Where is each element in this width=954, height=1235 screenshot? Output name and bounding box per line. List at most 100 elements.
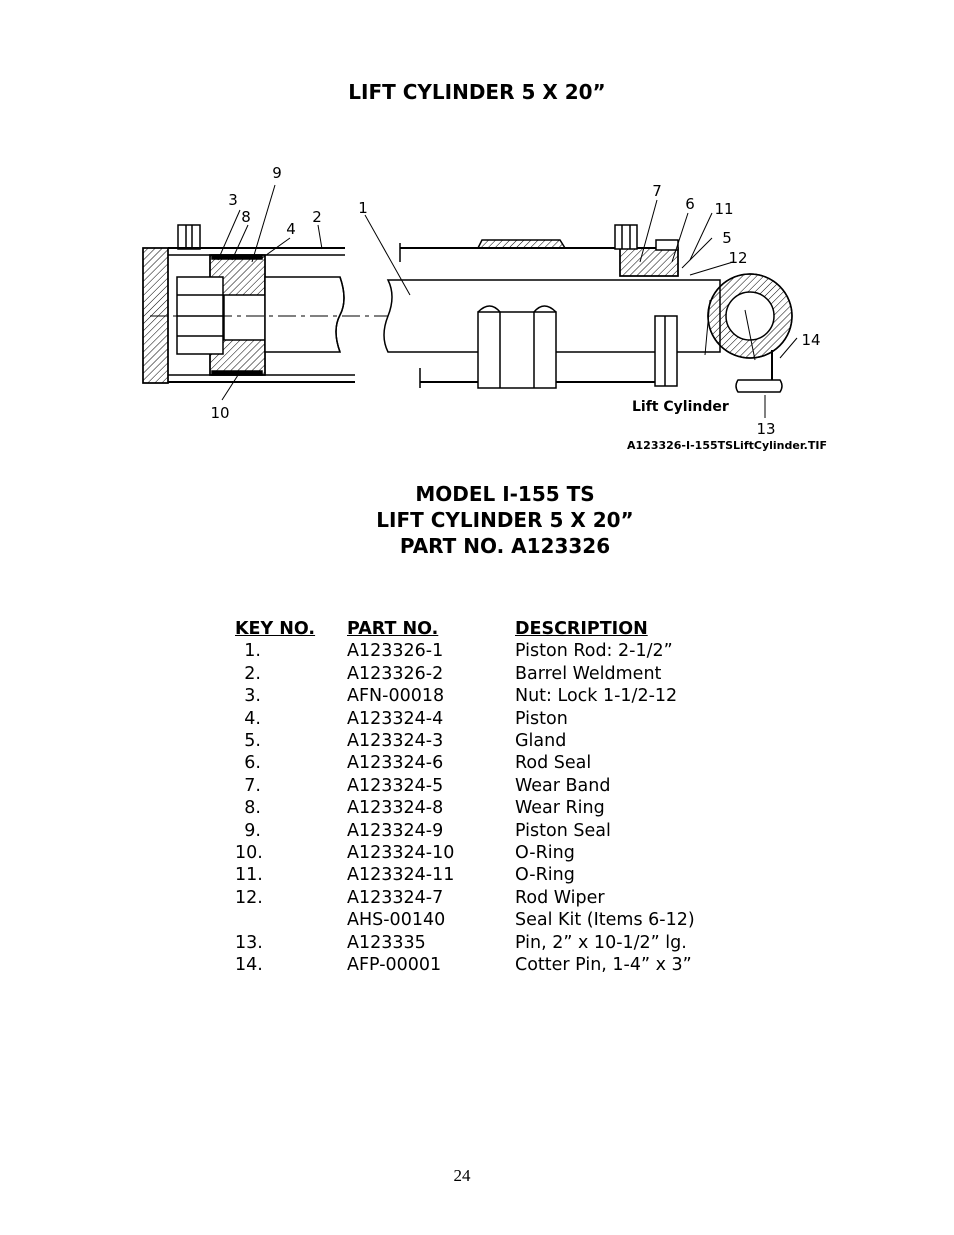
key-no-value: 3.	[244, 686, 261, 707]
diagram-label: Lift Cylinder	[632, 399, 729, 415]
key-no-value: 6.	[244, 753, 261, 774]
table-row: 3. AFN-00018 Nut: Lock 1-1/2-12	[235, 685, 695, 707]
table-row: 13.A123335 Pin, 2” x 10-1/2” lg.	[235, 932, 695, 954]
part-no-cell: A123324-6	[347, 753, 444, 774]
part-no-cell: AFN-00018	[347, 686, 445, 707]
key-no-value: 8.	[244, 798, 261, 819]
key-no-value: 1.	[244, 641, 261, 662]
callout-13: 13	[756, 420, 775, 438]
part-no-cell: A123324-11	[347, 865, 455, 886]
callout-12: 12	[728, 249, 747, 267]
table-row: 5. A123324-3 Gland	[235, 730, 695, 752]
part-no-cell: AHS-00140	[347, 910, 446, 931]
description-cell: Rod Seal	[515, 753, 592, 774]
key-no-cell: 5.	[235, 730, 347, 752]
parts-table: KEY NO. PART NO. DESCRIPTION 1. A123326-1…	[235, 618, 695, 977]
part-no-cell: A123324-10	[347, 843, 455, 864]
part-no-header: PART NO.	[347, 619, 439, 639]
key-no-value: 7.	[244, 775, 261, 796]
description-cell: Piston Rod: 2-1/2”	[515, 641, 673, 662]
callout-4: 4	[286, 220, 296, 238]
key-no-cell: 12.	[235, 887, 347, 909]
key-no-header: KEY NO.	[235, 619, 316, 639]
diagram-file-name: A123326-I-155TSLiftCylinder.TIF	[627, 439, 827, 452]
description-cell: Nut: Lock 1-1/2-12	[515, 686, 678, 707]
table-row: 7. A123324-5 Wear Band	[235, 775, 695, 797]
callout-labels: 9 3 8 4 2 1 10 7 6 11 5 12 14 13 Lift Cy…	[210, 164, 827, 452]
key-no-value: 14.	[235, 955, 263, 976]
document-title: LIFT CYLINDER 5 X 20”	[348, 80, 606, 104]
callout-7: 7	[652, 182, 662, 200]
table-header-row: KEY NO. PART NO. DESCRIPTION	[235, 618, 695, 640]
page-number: 24	[453, 1166, 471, 1185]
description-cell: Seal Kit (Items 6-12)	[515, 910, 695, 931]
description-cell: Cotter Pin, 1-4” x 3”	[515, 955, 692, 976]
part-no-cell: A123324-7	[347, 887, 444, 908]
description-cell: Wear Band	[515, 775, 611, 796]
key-no-cell: 11.	[235, 864, 347, 886]
part-no-cell: A123324-8	[347, 798, 444, 819]
key-no-cell	[235, 909, 347, 931]
key-no-value: 5.	[244, 731, 261, 752]
description-cell: O-Ring	[515, 843, 575, 864]
model-heading: MODEL I-155 TS	[415, 482, 595, 506]
key-no-cell: 13.	[235, 932, 347, 954]
description-cell: Piston Seal	[515, 820, 611, 841]
key-no-value: 2.	[244, 663, 261, 684]
table-row: 4. A123324-4 Piston	[235, 708, 695, 730]
key-no-value: 11.	[235, 865, 263, 886]
part-no-cell: A123324-4	[347, 708, 444, 729]
key-no-cell: 8.	[235, 797, 347, 819]
description-cell: Gland	[515, 731, 567, 752]
callout-5: 5	[722, 229, 732, 247]
key-no-value: 4.	[244, 708, 261, 729]
description-cell: Piston	[515, 708, 568, 729]
key-no-cell: 6.	[235, 752, 347, 774]
key-no-value: 10.	[235, 843, 263, 864]
section-title: LIFT CYLINDER 5 X 20”	[376, 508, 634, 532]
table-row: 1. A123326-1 Piston Rod: 2-1/2”	[235, 640, 695, 662]
part-no-cell: A123335	[347, 932, 426, 953]
callout-11: 11	[714, 200, 733, 218]
table-row: AHS-00140 Seal Kit (Items 6-12)	[235, 909, 695, 931]
key-no-cell: 2.	[235, 663, 347, 685]
heading-block: MODEL I-155 TS LIFT CYLINDER 5 X 20” PAR…	[0, 481, 954, 559]
part-number-heading: PART NO. A123326	[399, 534, 611, 558]
callout-8: 8	[241, 208, 251, 226]
callout-1: 1	[358, 199, 368, 217]
callout-9: 9	[272, 164, 282, 182]
table-row: 9. A123324-9 Piston Seal	[235, 820, 695, 842]
key-no-cell: 9.	[235, 820, 347, 842]
part-no-cell: A123324-5	[347, 775, 444, 796]
key-no-cell: 14.	[235, 954, 347, 976]
callout-2: 2	[312, 208, 322, 226]
description-cell: Pin, 2” x 10-1/2” lg.	[515, 932, 687, 953]
cylinder-drawing	[142, 184, 798, 418]
key-no-cell: 4.	[235, 708, 347, 730]
callout-14: 14	[801, 331, 820, 349]
key-no-cell: 7.	[235, 775, 347, 797]
key-no-cell: 3.	[235, 685, 347, 707]
callout-6: 6	[685, 195, 695, 213]
table-row: 12. A123324-7 Rod Wiper	[235, 887, 695, 909]
key-no-cell: 1.	[235, 640, 347, 662]
key-no-value: 12.	[235, 887, 263, 908]
key-no-value: 9.	[244, 820, 261, 841]
callout-10: 10	[210, 404, 229, 422]
part-no-cell: A123326-1	[347, 641, 444, 662]
description-cell: Rod Wiper	[515, 887, 605, 908]
table-row: 8. A123324-8 Wear Ring	[235, 797, 695, 819]
description-cell: Wear Ring	[515, 798, 605, 819]
part-no-cell: A123324-9	[347, 820, 444, 841]
table-row: 14. AFP-00001 Cotter Pin, 1-4” x 3”	[235, 954, 695, 976]
part-no-cell: AFP-00001	[347, 955, 442, 976]
table-row: 6. A123324-6 Rod Seal	[235, 752, 695, 774]
lift-cylinder-diagram: 9 3 8 4 2 1 10 7 6 11 5 12 14 13 Lift Cy…	[142, 164, 827, 452]
part-no-cell: A123324-3	[347, 731, 444, 752]
table-row: 10. A123324-10 O-Ring	[235, 842, 695, 864]
callout-3: 3	[228, 191, 238, 209]
description-header: DESCRIPTION	[515, 619, 648, 639]
key-no-cell: 10.	[235, 842, 347, 864]
